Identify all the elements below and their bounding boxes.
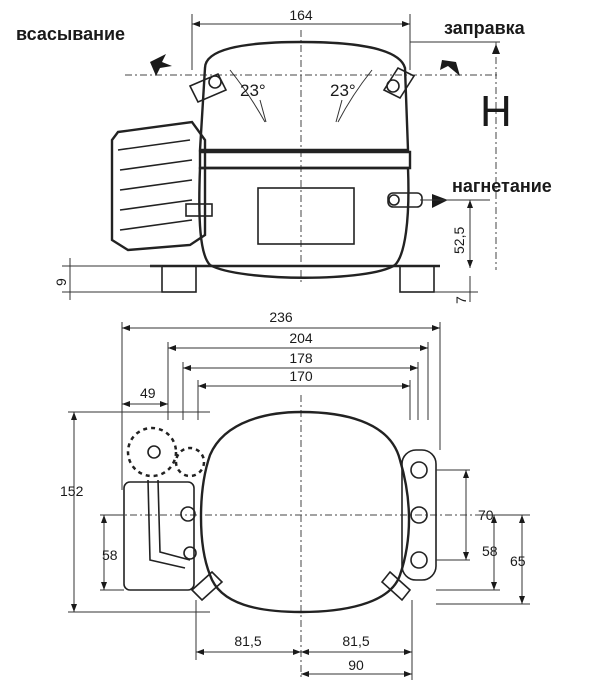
left-foot bbox=[161, 265, 197, 293]
left-bracket bbox=[123, 481, 195, 591]
dim-170: 170 bbox=[289, 368, 313, 384]
label-refill: заправка bbox=[444, 18, 526, 38]
dim-178: 178 bbox=[289, 350, 313, 366]
dim-49: 49 bbox=[140, 385, 156, 401]
dim-bottom-left-81-5: 81,5 bbox=[234, 633, 261, 649]
right-bracket bbox=[401, 449, 437, 581]
dim-right-58: 58 bbox=[482, 543, 498, 559]
side-view: 164 bbox=[16, 7, 552, 304]
label-discharge: нагнетание bbox=[452, 176, 552, 196]
compressor-top-shell bbox=[199, 410, 411, 614]
dim-7: 7 bbox=[453, 296, 469, 304]
dim-right-65: 65 bbox=[510, 553, 526, 569]
top-view: 236 204 178 170 49 bbox=[60, 309, 530, 680]
compressor-shell bbox=[198, 40, 410, 152]
suction-arrow bbox=[150, 54, 172, 76]
dim-164: 164 bbox=[289, 7, 313, 23]
label-suction: всасывание bbox=[16, 24, 125, 44]
refill-pipe bbox=[382, 66, 416, 100]
angle-left: 23° bbox=[240, 81, 266, 100]
nameplate bbox=[257, 187, 355, 245]
electrical-box bbox=[110, 120, 213, 252]
refill-arrow bbox=[440, 60, 460, 76]
dim-bottom-right-81-5: 81,5 bbox=[342, 633, 369, 649]
dim-204: 204 bbox=[289, 330, 313, 346]
dim-152: 152 bbox=[60, 483, 84, 499]
dim-9: 9 bbox=[53, 278, 69, 286]
suction-fitting-outline bbox=[126, 426, 178, 478]
suction-pipe bbox=[188, 72, 228, 104]
dim-bottom-90: 90 bbox=[348, 657, 364, 673]
discharge-arrow bbox=[432, 194, 448, 208]
right-foot bbox=[399, 265, 435, 293]
dim-52-5: 52,5 bbox=[451, 227, 467, 254]
angle-right: 23° bbox=[330, 81, 356, 100]
discharge-pipe bbox=[387, 192, 423, 208]
dim-left-58: 58 bbox=[102, 547, 118, 563]
label-height-H: H bbox=[480, 87, 512, 136]
dim-236: 236 bbox=[269, 309, 293, 325]
